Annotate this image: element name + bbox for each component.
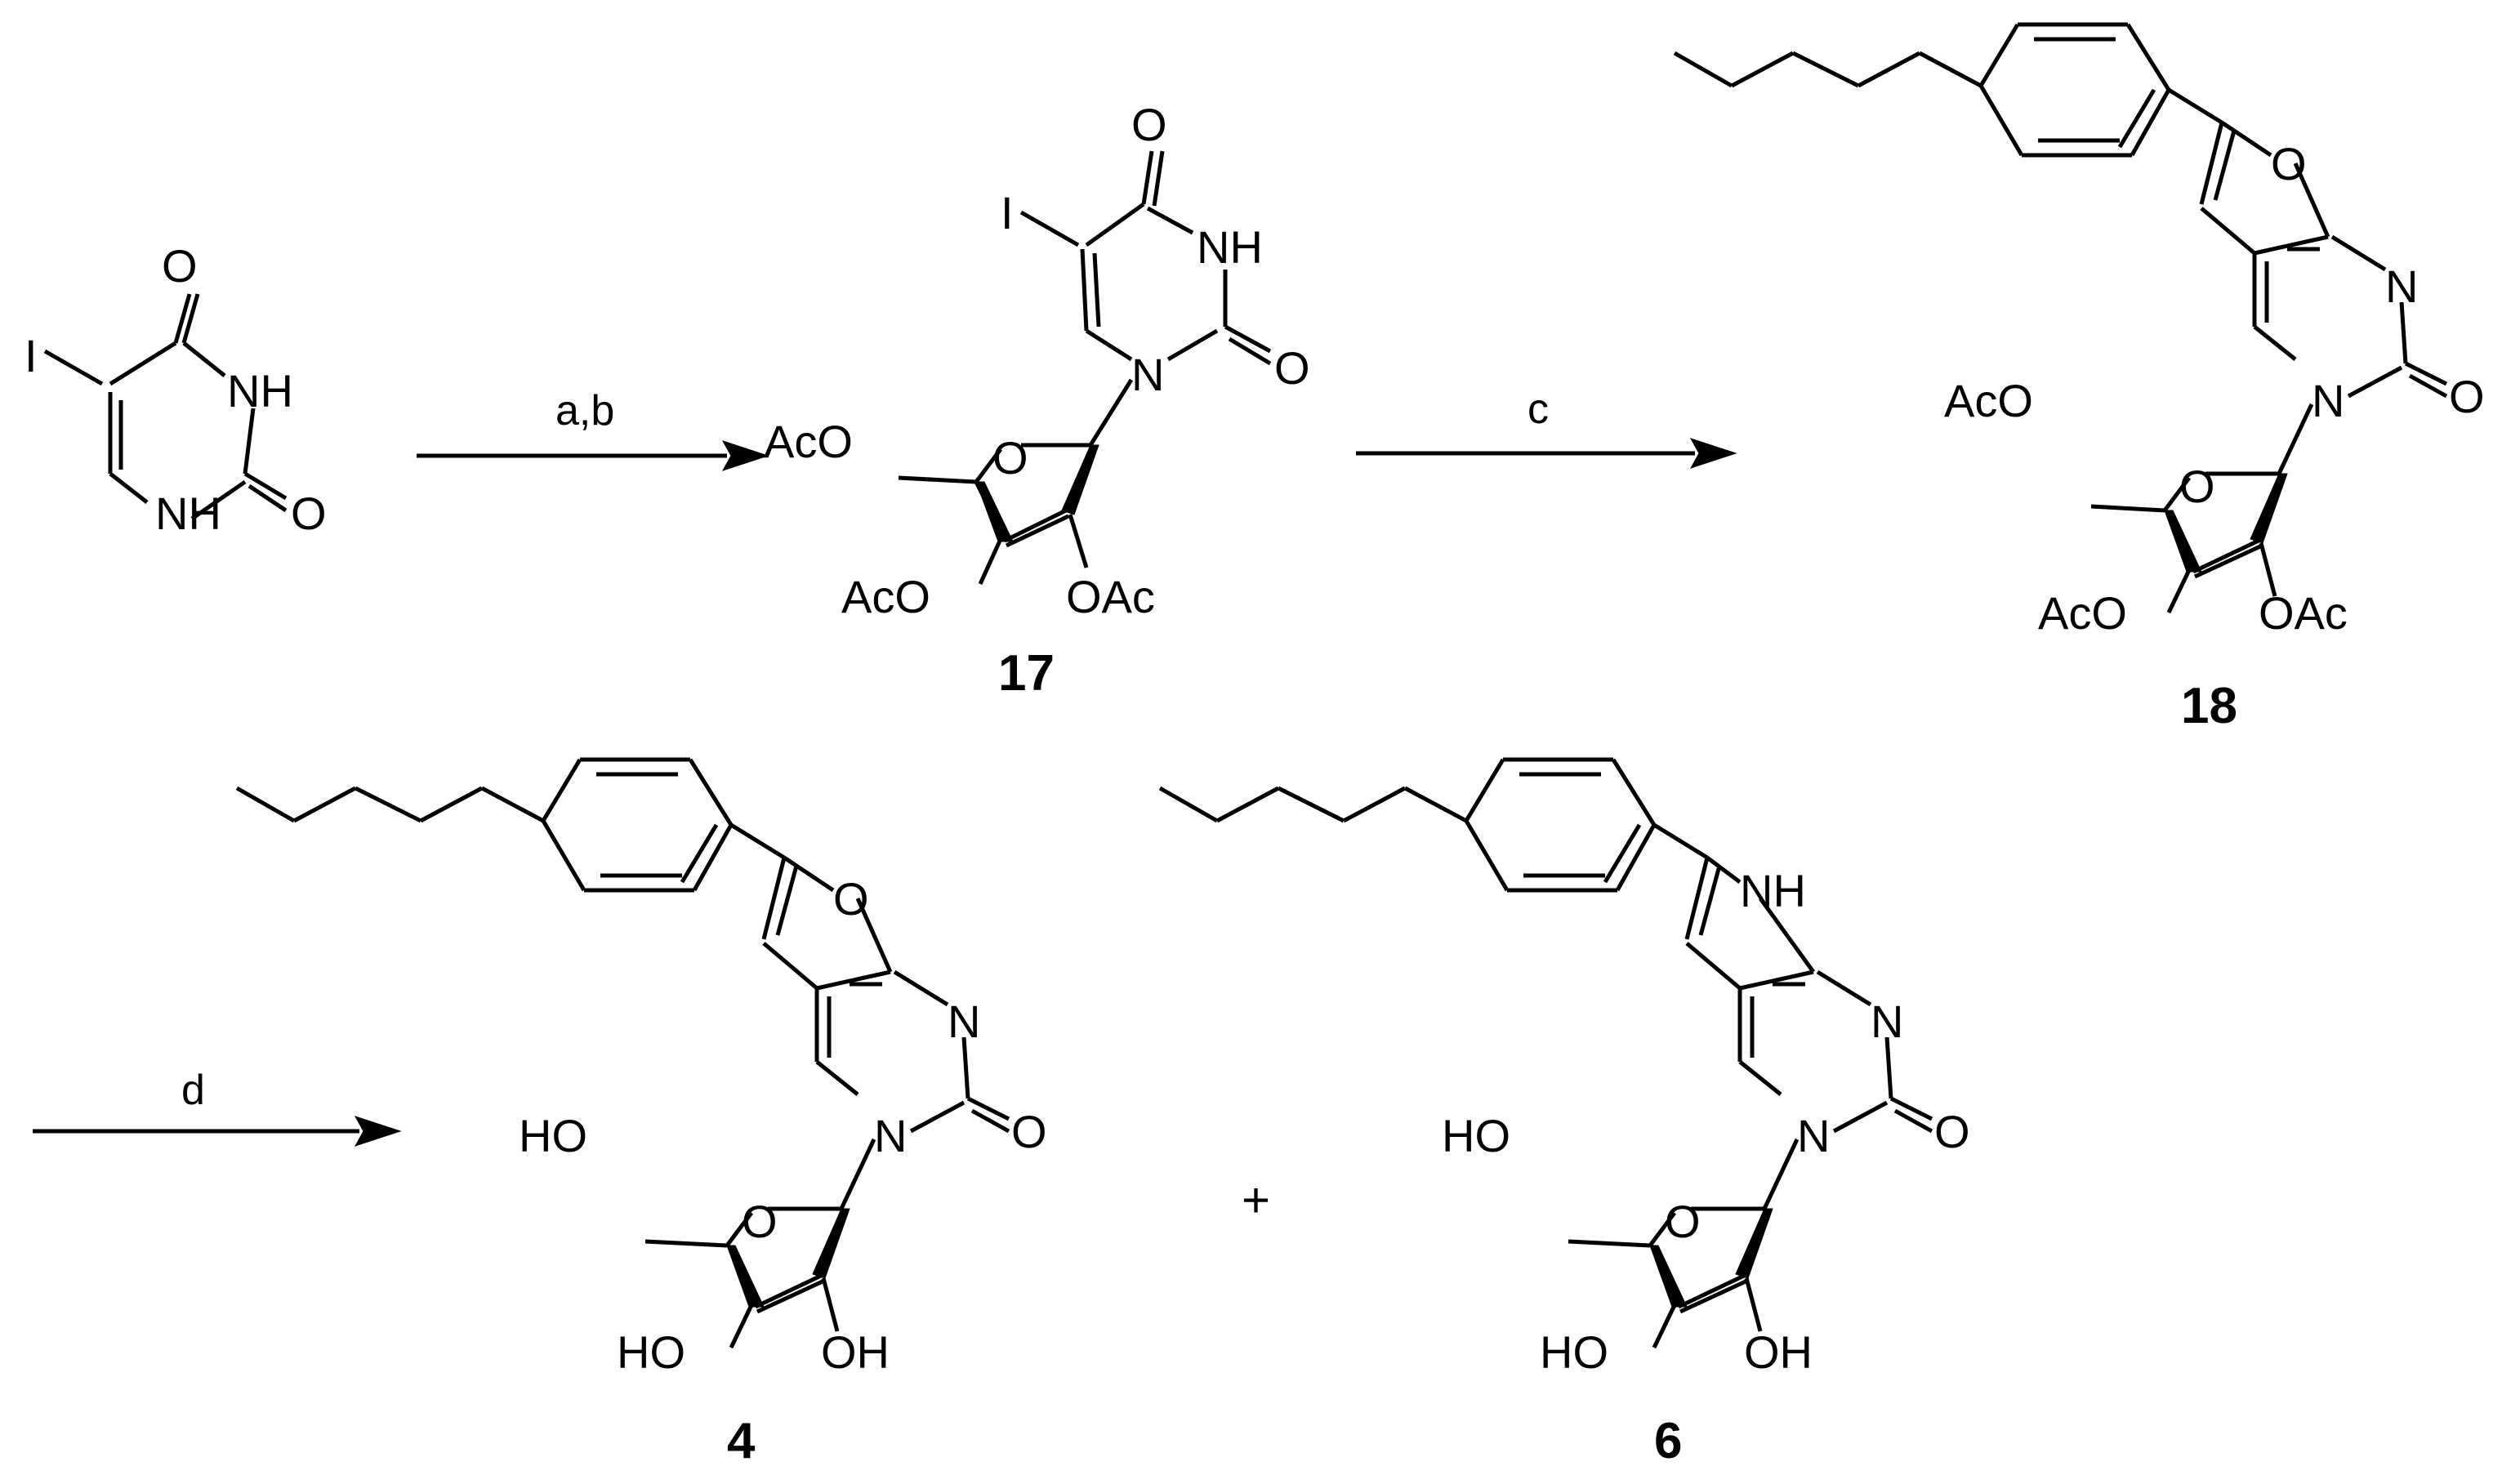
c17-oxo-top-label: O [1131, 99, 1167, 150]
c18-oac-2-label: OAc [2259, 587, 2348, 639]
reaction-arrow-3: d [33, 1067, 402, 1147]
start-oxo-side-label: O [291, 488, 327, 539]
c6-n3-label: N [1871, 996, 1903, 1047]
c4-n3-label: N [948, 996, 980, 1047]
c17-oac-2-label: OAc [1066, 571, 1155, 622]
c18-aco-3-label: AcO [2038, 587, 2127, 639]
c6-ring-o-label: O [1665, 1196, 1701, 1247]
compound-17: I O NH O N O AcO AcO OAc 17 [764, 99, 1310, 702]
c18-ring-o-label: O [2179, 461, 2215, 512]
c4-ho-3-label: HO [617, 1326, 685, 1378]
c6-oh-2-label: OH [1744, 1326, 1813, 1378]
c17-aco-5-label: AcO [764, 416, 853, 467]
reaction-arrow-2: c [1356, 385, 1737, 469]
c4-oh-2-label: OH [821, 1326, 890, 1378]
c6-ho-3-label: HO [1540, 1326, 1608, 1378]
c18-aco-5-label: AcO [1944, 375, 2033, 426]
start-iodo-label: I [25, 330, 38, 381]
start-oxo-top-label: O [162, 240, 198, 292]
c18-n1-label: N [2312, 375, 2344, 426]
c17-ring-o-label: O [992, 432, 1028, 484]
c18-furan-o-label: O [2271, 138, 2307, 189]
c17-nh-label: NH [1197, 221, 1263, 273]
c6-ho-5-label: HO [1442, 1110, 1510, 1161]
reagents-step3-label: d [181, 1067, 205, 1114]
c17-aco-3-label: AcO [841, 571, 930, 622]
compound-6: NH N O N O HO HO OH 6 [1158, 757, 1970, 1469]
c4-oxo-label: O [1011, 1106, 1047, 1157]
compound-18-number: 18 [2181, 678, 2237, 734]
c18-oxo-label: O [2449, 371, 2485, 422]
c4-ho-5-label: HO [519, 1110, 587, 1161]
compound-4: O N O N O HO HO OH 4 [235, 757, 1047, 1469]
c17-n1-label: N [1131, 349, 1164, 400]
compound-6-number: 6 [1654, 1413, 1682, 1469]
c4-ring-o-label: O [742, 1196, 778, 1247]
c4-n1-label: N [874, 1110, 907, 1161]
c4-furan-o-label: O [833, 873, 869, 925]
compound-17-number: 17 [998, 645, 1055, 702]
c6-pyrrole-nh-label: NH [1740, 865, 1806, 916]
c17-oxo-side-label: O [1274, 342, 1310, 394]
start-nh-bottom-label: NH [155, 488, 221, 539]
c18-n3-label: N [2385, 261, 2418, 312]
reaction-arrow-1: a,b [417, 387, 769, 471]
reagents-step2-label: c [1528, 385, 1549, 433]
c6-oxo-label: O [1934, 1106, 1970, 1157]
c17-iodo-label: I [1001, 187, 1014, 238]
c6-n1-label: N [1797, 1110, 1830, 1161]
start-nh-top-label: NH [227, 365, 293, 417]
compound-18: O N O N O AcO AcO OAc 18 [1673, 22, 2485, 734]
plus-sign: + [1242, 1173, 1270, 1228]
start-material-5-iodouracil: I O NH O NH [25, 240, 327, 539]
compound-4-number: 4 [727, 1413, 756, 1469]
reagents-step1-label: a,b [555, 387, 614, 435]
